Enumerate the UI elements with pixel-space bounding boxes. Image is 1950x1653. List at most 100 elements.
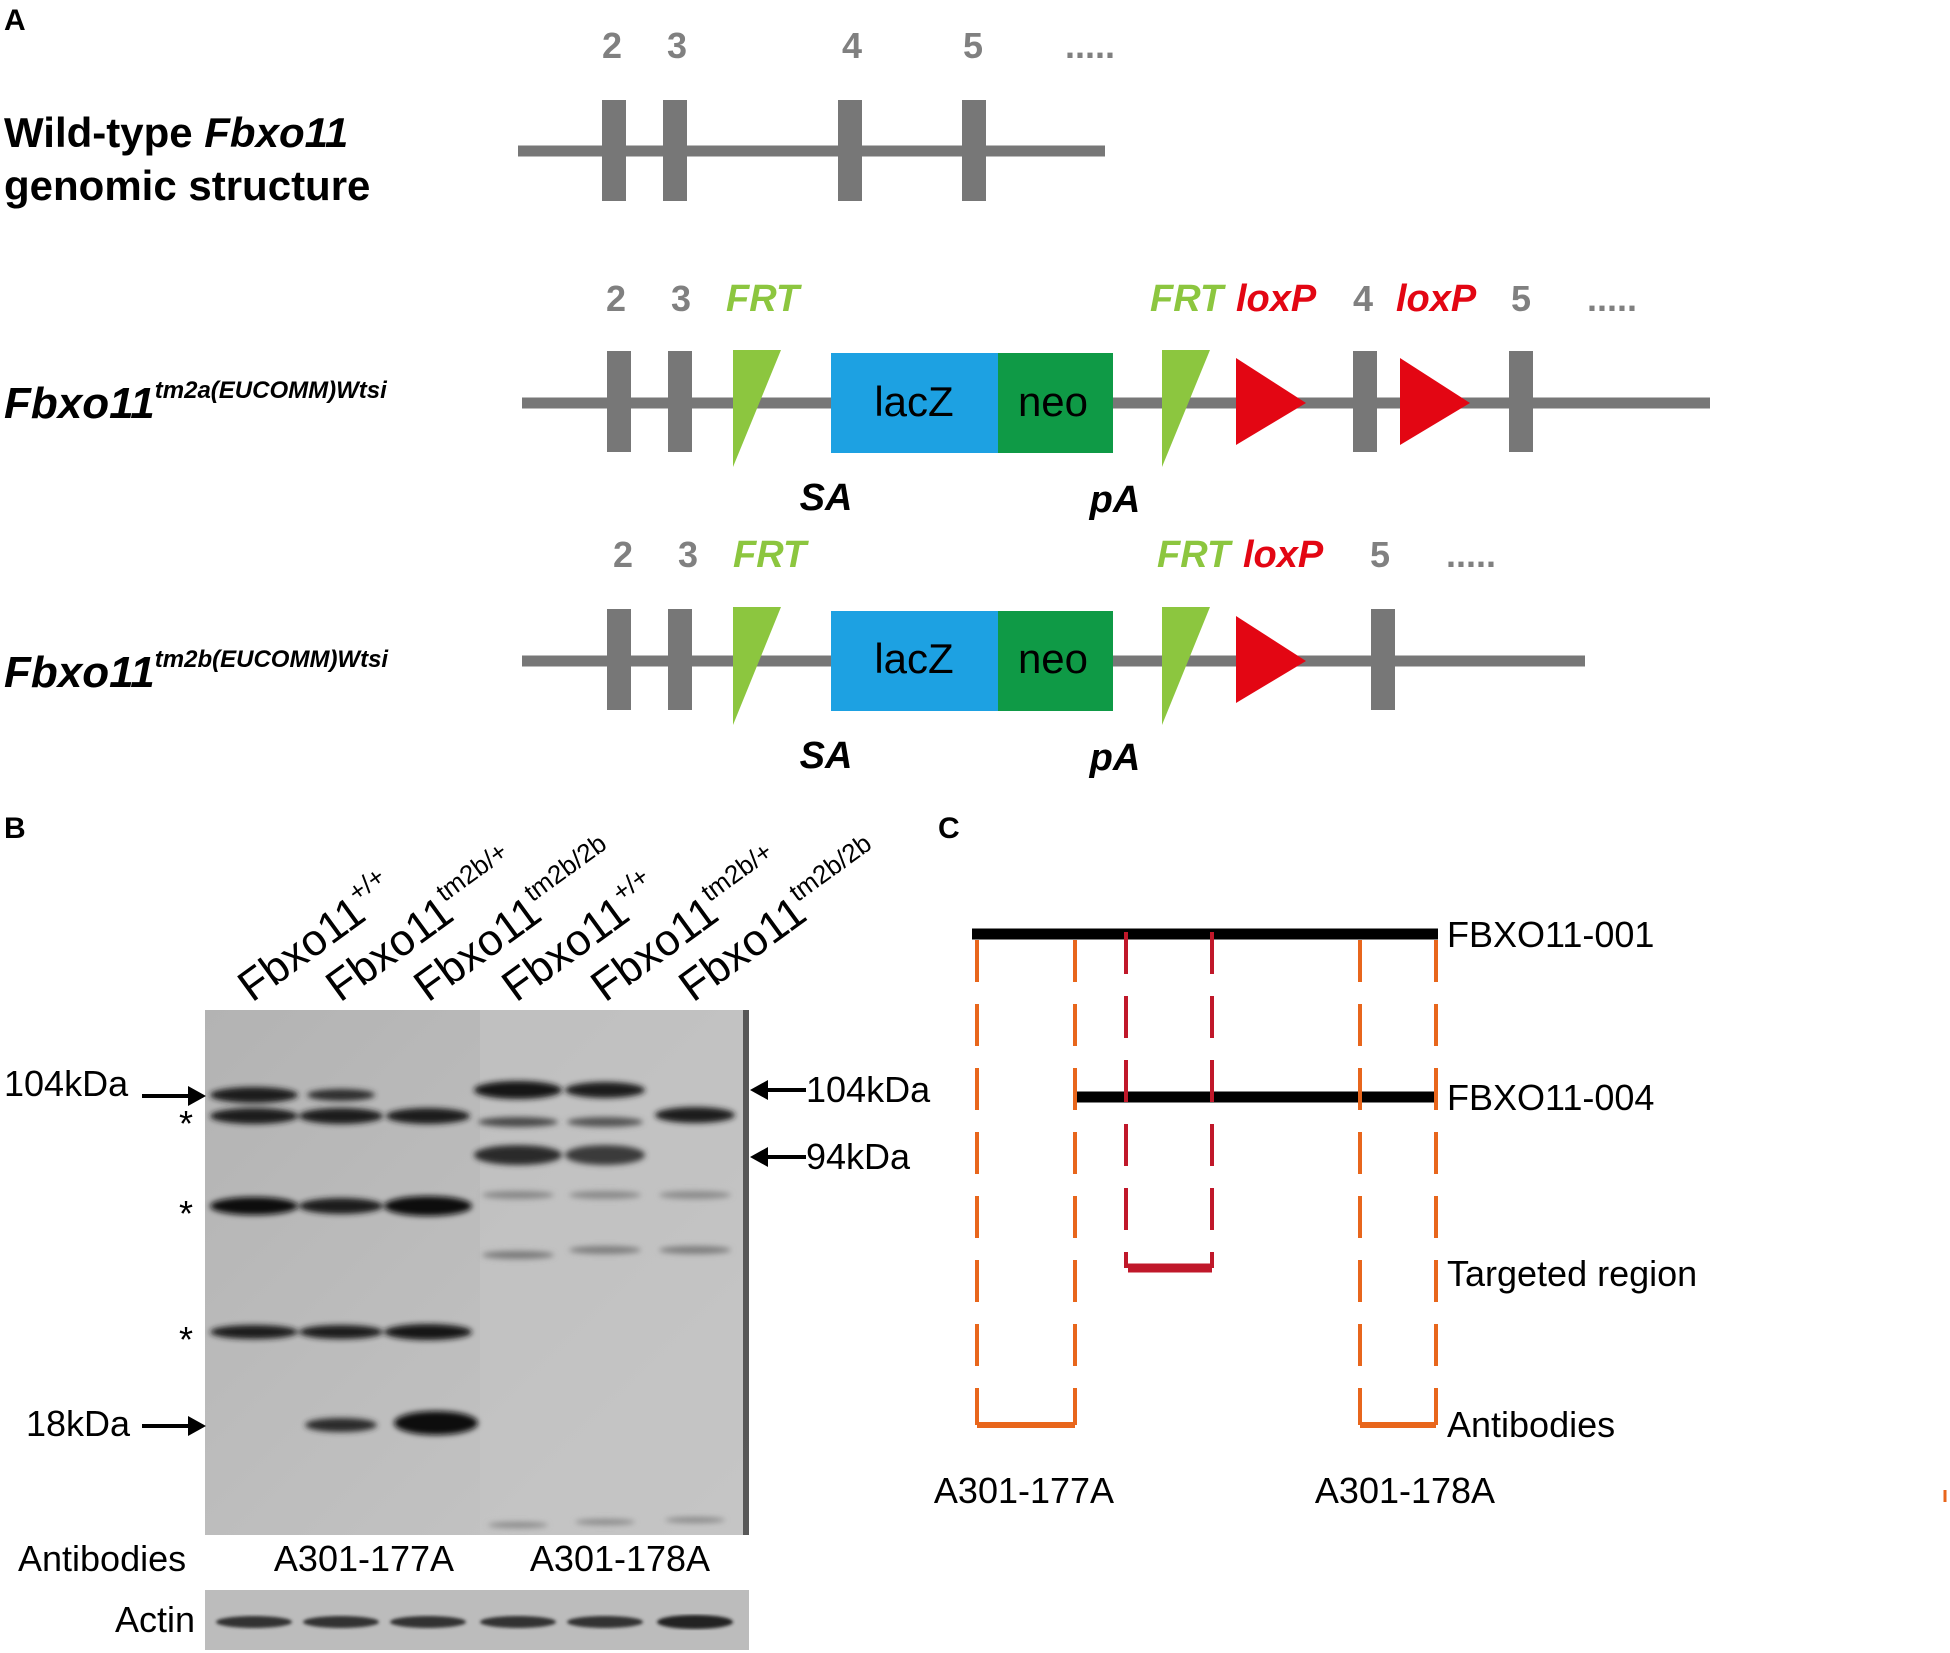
tm2a-lacz-box	[831, 353, 998, 453]
band	[210, 1325, 298, 1339]
panel-a-letter: A	[4, 4, 26, 37]
blot-bands	[210, 1081, 735, 1528]
wildtype-label-normal: Wild-type	[4, 109, 204, 156]
tm2b-loxp-label-1: loxP	[1243, 534, 1324, 576]
wt-exon-5	[962, 100, 986, 201]
tm2a-frt-label-1: FRT	[726, 278, 802, 320]
band	[299, 1108, 383, 1124]
asterisk-3: *	[179, 1319, 193, 1360]
band	[567, 1117, 643, 1127]
tm2a-neo-box	[998, 353, 1113, 453]
right-marker-94kda: 94kDa	[806, 1136, 911, 1177]
tm2a-label-base: Fbxo11	[4, 379, 155, 428]
tm2a-exon-3	[668, 351, 692, 452]
tm2a-label: Fbxo11tm2a(EUCOMM)Wtsi	[4, 377, 388, 428]
isoform-004-label: FBXO11-004	[1447, 1077, 1654, 1118]
band	[394, 1411, 478, 1435]
antibody-2-c-label: A301-178A	[1315, 1470, 1495, 1511]
left-arrowhead-18kda	[188, 1416, 206, 1436]
tm2a-exon-2	[607, 351, 631, 452]
tm2a-loxp-label-1: loxP	[1236, 278, 1317, 320]
tm2b-label-base: Fbxo11	[4, 648, 155, 697]
antibody-1-c-label: A301-177A	[934, 1470, 1114, 1511]
tm2b-exon-3	[668, 609, 692, 710]
tm2a-sa-label: SA	[800, 477, 853, 519]
tm2a-loxp-site-1	[1236, 358, 1306, 445]
band	[665, 1517, 725, 1523]
wildtype-label-italic: Fbxo11	[204, 109, 348, 156]
band	[575, 1519, 635, 1525]
band	[210, 1087, 298, 1103]
tm2b-label-sup: tm2b(EUCOMM)Wtsi	[155, 646, 390, 673]
tm2b-frt-label-2: FRT	[1157, 534, 1233, 576]
panel-c-letter: C	[938, 812, 960, 845]
band	[307, 1089, 375, 1101]
band	[299, 1325, 383, 1339]
band	[384, 1196, 472, 1216]
tm2a-exon-5	[1509, 351, 1533, 452]
tm2a-label-sup: tm2a(EUCOMM)Wtsi	[155, 377, 388, 404]
band	[305, 1418, 377, 1432]
wildtype-row: Wild-type Fbxo11 genomic structure 2 3 4…	[4, 25, 1115, 209]
band	[565, 1082, 645, 1098]
tm2a-neo-text: neo	[1018, 378, 1088, 425]
actin-band	[390, 1616, 466, 1628]
band	[569, 1191, 641, 1199]
band	[474, 1145, 562, 1165]
tm2b-row: Fbxo11tm2b(EUCOMM)Wtsi 2 3 FRT FRT loxP …	[4, 534, 1585, 779]
wt-exon-num-5: 5	[963, 25, 983, 66]
wt-exon-2	[602, 100, 626, 201]
tm2b-exon-num-2: 2	[613, 534, 633, 575]
tm2b-loxp-site	[1236, 616, 1306, 703]
band	[482, 1251, 554, 1259]
tm2b-exon-num-5: 5	[1370, 534, 1390, 575]
wt-exon-4	[838, 100, 862, 201]
tm2b-frt-site-1	[733, 607, 781, 725]
tm2b-sa-label: SA	[800, 735, 853, 777]
tm2a-ellipsis: .....	[1587, 278, 1637, 319]
tm2a-loxp-label-2: loxP	[1396, 278, 1477, 320]
right-marker-104kda: 104kDa	[806, 1069, 931, 1110]
tm2a-frt-site-1	[733, 350, 781, 467]
band	[210, 1197, 298, 1215]
lane-6-sup: tm2b/2b	[783, 828, 877, 907]
left-marker-104kda: 104kDa	[4, 1063, 129, 1104]
actin-band	[216, 1616, 292, 1628]
wildtype-label-line2: genomic structure	[4, 162, 370, 209]
tm2b-label: Fbxo11tm2b(EUCOMM)Wtsi	[4, 646, 389, 697]
wildtype-label-line1: Wild-type Fbxo11	[4, 109, 348, 156]
lane-2-sup: tm2b/+	[430, 836, 513, 907]
actin-membrane	[205, 1590, 749, 1650]
band	[386, 1108, 470, 1124]
wt-exon-3	[663, 100, 687, 201]
tm2b-exon-5	[1371, 609, 1395, 710]
actin-blot	[205, 1590, 749, 1650]
band	[565, 1145, 645, 1165]
western-blot	[205, 1010, 749, 1535]
right-arrowhead-104kda	[750, 1080, 768, 1100]
antibodies-c-label: Antibodies	[1447, 1404, 1615, 1445]
panel-c-diagram: FBXO11-001 FBXO11-004 Targeted region An…	[934, 914, 1947, 1511]
asterisk-2: *	[179, 1193, 193, 1234]
tm2a-exon-num-5: 5	[1511, 278, 1531, 319]
band	[210, 1108, 298, 1124]
tm2b-lacz-box	[831, 611, 998, 711]
band	[488, 1522, 548, 1528]
lane-5-sup: tm2b/+	[695, 836, 778, 907]
tm2a-lacz-text: lacZ	[874, 378, 953, 425]
tm2b-exon-2	[607, 609, 631, 710]
tm2a-exon-4	[1353, 351, 1377, 452]
band	[384, 1324, 472, 1340]
band	[659, 1191, 731, 1199]
panel-b-letter: B	[4, 812, 26, 845]
tm2a-exon-num-4: 4	[1353, 278, 1373, 319]
tm2a-exon-num-2: 2	[606, 278, 626, 319]
tm2a-pa-label: pA	[1089, 479, 1141, 521]
tm2a-loxp-site-2	[1400, 358, 1470, 445]
wt-exon-num-4: 4	[842, 25, 862, 66]
band	[474, 1081, 562, 1099]
tm2b-frt-site-2	[1162, 607, 1210, 725]
band	[655, 1107, 735, 1123]
tm2b-neo-box	[998, 611, 1113, 711]
